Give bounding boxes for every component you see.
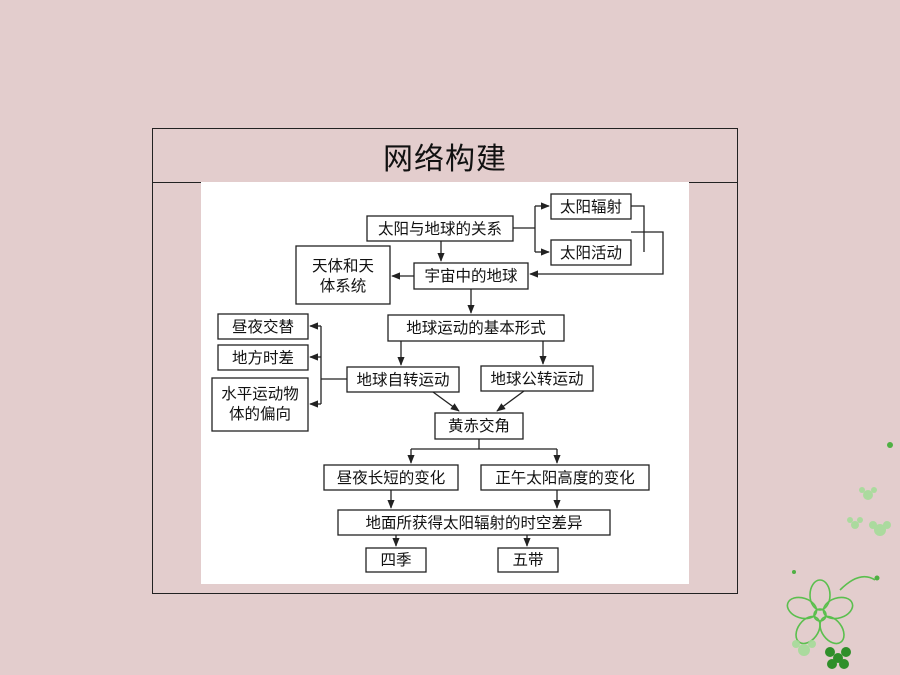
flower-solid-icon [825,647,851,669]
concept-map-panel: 网络构建 [152,128,738,594]
node-celestial-box [295,245,391,305]
concept-diagram: 太阳与地球的关系 太阳辐射 太阳活动 天体和天 体系统 宇宙中的地球 地球运动的… [201,182,689,584]
node-deflection-label-2: 体的偏向 [229,405,291,423]
node-revolution-box [480,365,594,392]
node-solar-activity-box [550,239,632,266]
node-revolution-label: 地球公转运动 [490,370,583,388]
node-deflection-box [211,377,309,432]
node-celestial-label-2: 体系统 [320,277,367,295]
edge-revolution-to-obliquity [496,390,525,412]
node-basic-forms-box [387,314,565,342]
edge-radiation-return [631,205,645,252]
panel-title: 网络构建 [153,129,737,183]
edge-activity-return [529,231,664,278]
node-solar-activity-label: 太阳活动 [560,244,622,262]
node-noon-altitude-box [480,464,650,491]
node-earth-in-universe-label: 宇宙中的地球 [424,267,518,285]
node-solar-radiation-label: 太阳辐射 [560,198,622,216]
node-seasons-box [365,547,427,573]
node-seasons-label: 四季 [380,551,411,569]
node-obliquity-label: 黄赤交角 [448,417,510,435]
node-day-length-label: 昼夜长短的变化 [337,469,446,487]
node-zones-box [497,547,559,573]
flower-small-icons [792,487,891,656]
node-sun-earth-label: 太阳与地球的关系 [378,220,502,238]
node-rotation-label: 地球自转运动 [356,371,449,389]
node-local-time-box [217,344,309,371]
decorative-flowers [786,442,893,669]
node-noon-altitude-label: 正午太阳高度的变化 [495,469,635,487]
node-deflection-label-1: 水平运动物 [221,385,299,403]
node-radiation-diff-label: 地面所获得太阳辐射的时空差异 [365,514,582,532]
node-day-night-box [217,313,309,340]
node-celestial-label-1: 天体和天 [312,257,374,275]
edge-rotation-to-obliquity [432,391,460,412]
node-local-time-label: 地方时差 [232,349,294,367]
node-zones-label: 五带 [512,551,543,569]
node-basic-forms-label: 地球运动的基本形式 [406,319,546,337]
flower-outline-icon [786,575,876,645]
node-radiation-diff-box [337,509,611,536]
node-day-night-label: 昼夜交替 [232,318,294,336]
